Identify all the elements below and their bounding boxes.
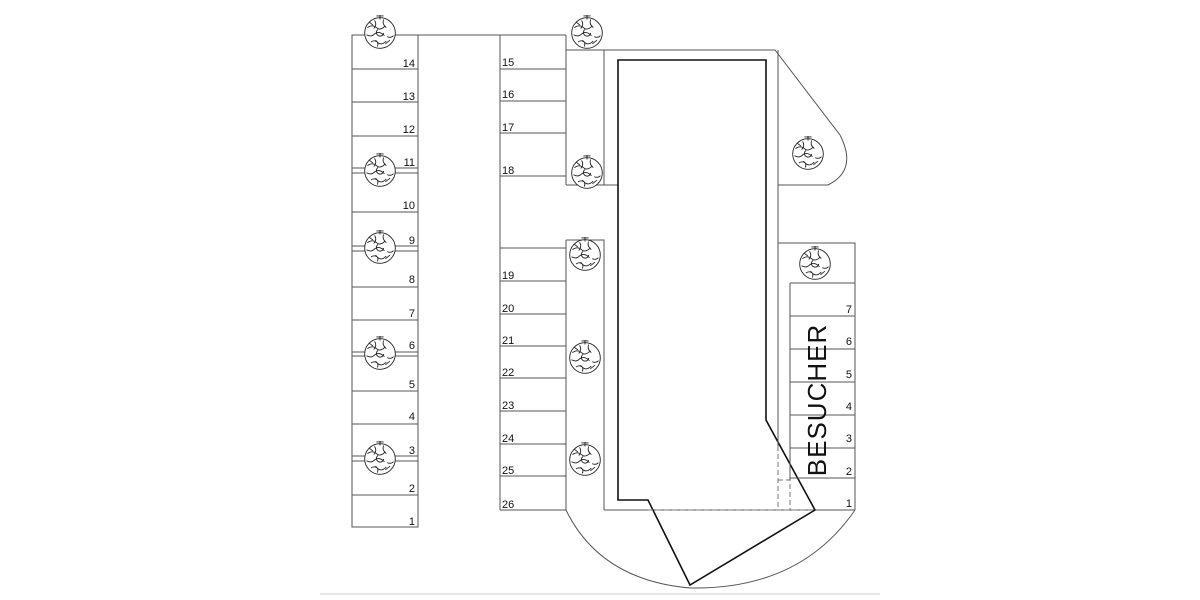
space-number: 8 [409, 274, 415, 286]
space-number: 1 [409, 516, 415, 528]
space-number: 1 [846, 498, 852, 510]
space-number: 5 [846, 369, 852, 381]
space-number: 4 [846, 401, 852, 413]
trees [364, 15, 831, 476]
space-number: 9 [409, 235, 415, 247]
turning-area [565, 509, 856, 589]
space-number: 6 [409, 340, 415, 352]
tree-icon [364, 230, 396, 264]
space-number: 25 [502, 465, 514, 477]
space-number: 19 [502, 270, 514, 282]
middle-parking-row: 15 16 17 18 19 20 21 22 23 24 25 26 [499, 34, 567, 511]
space-number: 7 [409, 308, 415, 320]
tree-icon [792, 136, 824, 170]
space-number: 12 [403, 124, 415, 136]
space-number: 18 [502, 165, 514, 177]
tree-icon [569, 237, 601, 271]
visitor-label: BESUCHER [802, 324, 832, 476]
space-number: 21 [502, 335, 514, 347]
space-number: 22 [502, 367, 514, 379]
space-number: 16 [502, 89, 514, 101]
space-number: 14 [403, 58, 415, 70]
space-number: 11 [404, 157, 415, 169]
space-number: 7 [846, 304, 852, 316]
space-number: 15 [502, 57, 514, 69]
left-parking-row: 14 13 12 11 10 9 8 7 6 5 4 3 2 1 [351, 34, 419, 528]
tree-icon [571, 15, 603, 49]
space-number: 2 [846, 466, 852, 478]
tree-icon [569, 340, 601, 374]
space-number: 6 [846, 336, 852, 348]
tree-icon [571, 155, 603, 189]
tree-icon [364, 441, 396, 475]
space-number: 3 [409, 445, 415, 457]
space-number: 24 [502, 433, 514, 445]
tree-icon [364, 336, 396, 370]
tree-icon [569, 442, 601, 476]
tree-icon [364, 15, 396, 49]
space-number: 23 [502, 400, 514, 412]
building-outline [617, 59, 817, 587]
space-number: 13 [403, 91, 415, 103]
space-number: 26 [502, 499, 514, 511]
space-number: 20 [502, 303, 514, 315]
dashed-line [778, 479, 791, 510]
space-number: 5 [409, 379, 415, 391]
space-number: 4 [409, 411, 415, 423]
space-number: 17 [502, 122, 514, 134]
space-number: 2 [409, 483, 415, 495]
space-number: 10 [403, 200, 415, 212]
space-number: 3 [846, 433, 852, 445]
tree-icon [364, 153, 396, 187]
tree-icon [799, 246, 831, 280]
planting-island [604, 49, 848, 186]
visitor-parking: BESUCHER 7 6 5 4 3 2 1 [777, 185, 856, 510]
